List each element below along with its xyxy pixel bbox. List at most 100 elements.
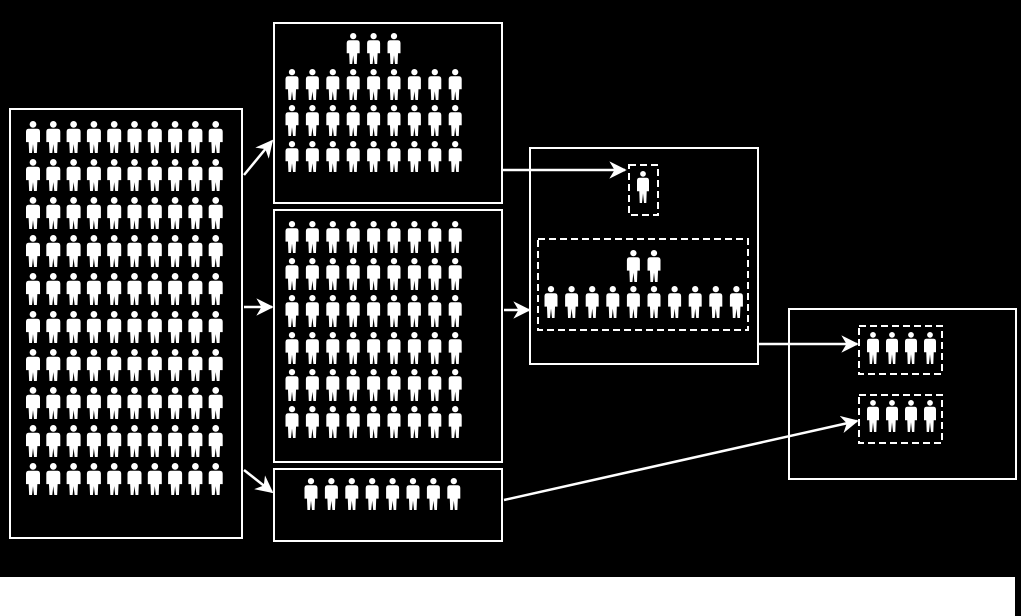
person-icon: [346, 69, 360, 100]
person-icon: [346, 258, 360, 290]
subgroup-single-people: [637, 171, 649, 203]
person-icon: [46, 463, 61, 495]
person-icon: [127, 273, 142, 305]
person-icon: [886, 400, 898, 432]
person-icon: [26, 463, 40, 495]
person-icon: [626, 250, 640, 282]
person-icon: [147, 197, 162, 229]
person-icon: [448, 258, 462, 290]
person-icon: [46, 235, 61, 267]
subgroup-twelve-box: [537, 238, 749, 331]
person-icon: [428, 221, 442, 253]
person-icon: [147, 349, 162, 381]
person-icon: [107, 387, 122, 419]
subgroup-four-bottom-people: [867, 400, 936, 432]
person-icon: [428, 369, 442, 401]
person-icon: [867, 400, 879, 432]
person-icon: [407, 105, 421, 136]
person-icon: [387, 33, 401, 64]
group-b-box: [273, 209, 503, 463]
person-icon: [66, 235, 81, 267]
person-icon: [387, 221, 401, 253]
person-icon: [285, 295, 299, 327]
person-icon: [367, 105, 381, 136]
person-icon: [346, 332, 360, 364]
person-icon: [26, 349, 40, 381]
person-icon: [324, 478, 338, 510]
subgroup-four-top-box: [858, 325, 943, 375]
person-icon: [107, 425, 122, 457]
arrow-group-c-to-subgroup-four-bottom: [503, 415, 859, 502]
person-icon: [188, 463, 203, 495]
person-icon: [407, 295, 421, 327]
person-icon: [428, 105, 442, 136]
subgroup-four-top-people: [867, 332, 936, 364]
person-icon: [188, 197, 203, 229]
person-icon: [387, 369, 401, 401]
person-icon: [86, 387, 101, 419]
person-icon: [208, 349, 223, 381]
person-icon: [107, 159, 122, 191]
person-icon: [107, 121, 122, 153]
person-icon: [305, 221, 319, 253]
person-icon: [428, 295, 442, 327]
person-icon: [367, 69, 381, 100]
person-icon: [168, 349, 183, 381]
person-icon: [305, 141, 319, 172]
person-icon: [326, 369, 340, 401]
person-icon: [107, 197, 122, 229]
group-b-people: [285, 221, 462, 438]
population-all-people: [26, 121, 223, 495]
person-icon: [86, 159, 101, 191]
person-icon: [326, 332, 340, 364]
person-icon: [905, 400, 917, 432]
person-icon: [208, 425, 223, 457]
person-icon: [168, 159, 183, 191]
person-icon: [448, 141, 462, 172]
person-icon: [147, 387, 162, 419]
person-icon: [668, 286, 682, 318]
person-icon: [168, 273, 183, 305]
person-icon: [386, 478, 400, 510]
person-icon: [367, 258, 381, 290]
person-icon: [304, 478, 318, 510]
person-icon: [886, 332, 898, 364]
person-icon: [387, 141, 401, 172]
arrows-layer: [243, 139, 859, 502]
person-icon: [168, 235, 183, 267]
person-icon: [285, 258, 299, 290]
person-icon: [407, 221, 421, 253]
person-icon: [626, 286, 640, 318]
person-icon: [66, 273, 81, 305]
person-icon: [66, 311, 81, 343]
person-icon: [168, 197, 183, 229]
person-icon: [107, 349, 122, 381]
person-icon: [647, 250, 661, 282]
person-icon: [326, 105, 340, 136]
person-icon: [46, 273, 61, 305]
person-icon: [448, 221, 462, 253]
person-icon: [346, 105, 360, 136]
stage-3-box: [529, 147, 759, 365]
group-c-people: [304, 478, 461, 510]
person-icon: [107, 311, 122, 343]
person-icon: [326, 141, 340, 172]
person-icon: [305, 105, 319, 136]
person-icon: [147, 425, 162, 457]
person-icon: [346, 295, 360, 327]
person-icon: [46, 387, 61, 419]
person-icon: [428, 69, 442, 100]
person-icon: [285, 369, 299, 401]
person-icon: [387, 406, 401, 438]
person-icon: [188, 273, 203, 305]
person-icon: [326, 221, 340, 253]
person-icon: [66, 463, 81, 495]
person-icon: [188, 425, 203, 457]
person-icon: [729, 286, 743, 318]
person-icon: [924, 332, 936, 364]
person-icon: [326, 69, 340, 100]
person-icon: [188, 235, 203, 267]
person-icon: [208, 463, 223, 495]
person-icon: [26, 387, 40, 419]
person-icon: [367, 33, 381, 64]
